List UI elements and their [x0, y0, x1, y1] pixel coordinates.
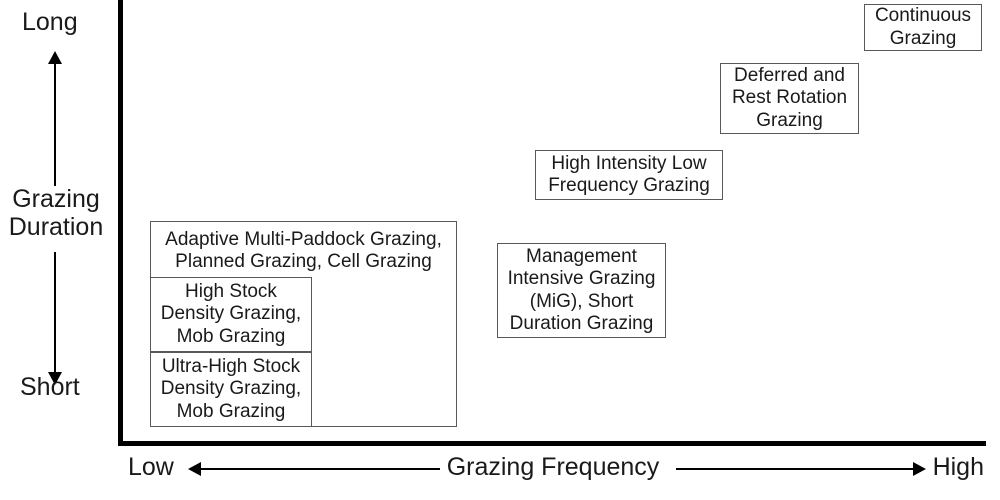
y-axis-line [118, 0, 123, 446]
x-axis-arrow-shaft-left [200, 468, 440, 470]
y-axis-title: Grazing Duration [8, 185, 104, 241]
box-management-intensive-grazing[interactable]: Management Intensive Grazing (MiG), Shor… [497, 243, 666, 338]
arrow-up-icon [48, 51, 62, 64]
box-high-intensity-low-frequency-grazing[interactable]: High Intensity Low Frequency Grazing [535, 150, 723, 200]
y-axis-arrow-shaft-lower [54, 252, 56, 374]
box-ultra-high-stock-density-grazing[interactable]: Ultra-High Stock Density Grazing, Mob Gr… [150, 352, 312, 427]
x-axis-title: Grazing Frequency [446, 453, 660, 481]
x-axis-right-label: High [932, 453, 984, 481]
box-adaptive-multi-paddock-grazing-label: Adaptive Multi-Paddock Grazing, Planned … [165, 229, 442, 273]
x-axis-line [118, 441, 986, 446]
arrow-right-icon [913, 462, 926, 476]
box-high-stock-density-grazing[interactable]: High Stock Density Grazing, Mob Grazing [150, 277, 312, 352]
x-axis-arrow-shaft-right [676, 468, 914, 470]
arrow-down-icon [48, 372, 62, 385]
x-axis-left-label: Low [128, 453, 174, 481]
box-deferred-rest-rotation-grazing[interactable]: Deferred and Rest Rotation Grazing [720, 63, 859, 134]
arrow-left-icon [188, 462, 201, 476]
y-axis-top-label: Long [22, 8, 78, 36]
x-axis-caption-row: Low Grazing Frequency High [120, 455, 986, 485]
y-axis-bottom-label: Short [20, 373, 80, 401]
y-axis-arrow-shaft-upper [54, 62, 56, 186]
box-continuous-grazing[interactable]: Continuous Grazing [864, 4, 982, 51]
